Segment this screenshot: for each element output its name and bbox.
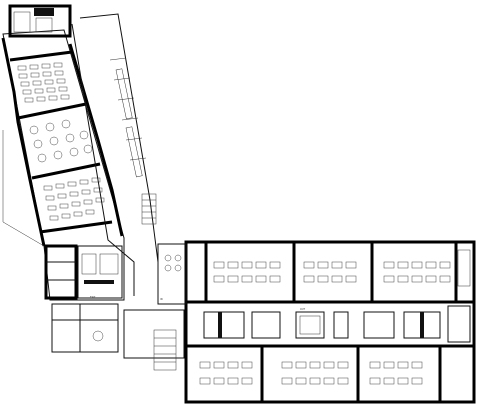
corridor-east-wall (79, 13, 159, 296)
tables-room-2 (29, 119, 93, 163)
corridor-cores (203, 305, 471, 343)
divider-1 (9, 50, 73, 62)
east-stair (457, 249, 471, 287)
elevator-north (35, 17, 53, 33)
service-room-north (13, 11, 31, 33)
site-line (2, 130, 45, 247)
corridor-stair (141, 193, 157, 225)
southwest-rooms (51, 303, 119, 353)
east-block-outline (184, 240, 476, 404)
desks-room-3 (43, 177, 105, 221)
stair-core-north (8, 4, 72, 38)
corridor-bench-1 (115, 68, 133, 120)
lobby-outline (157, 243, 187, 305)
corridor-west-wall (71, 23, 135, 296)
plan-label-1: EXIT (90, 296, 96, 299)
west-wing (1, 4, 125, 301)
plan-label-2: IN (160, 298, 163, 301)
south-row-tables (199, 361, 423, 385)
divider-4 (39, 220, 113, 234)
east-block (184, 240, 476, 404)
divider-2 (17, 102, 87, 120)
angled-corridor (71, 13, 159, 296)
plan-label-3: OUT (300, 308, 306, 311)
desks-room-1 (17, 62, 70, 103)
core-wall (84, 280, 114, 284)
stair-north (34, 8, 54, 16)
west-core-rooms (77, 245, 123, 299)
corridor-bench-2 (125, 126, 143, 178)
north-row-tables (213, 261, 451, 283)
link-lobby: EXIT IN OUT (51, 243, 306, 371)
divider-3 (31, 162, 101, 180)
west-south-rooms (44, 244, 78, 300)
west-interior-wall (68, 43, 124, 237)
entry-stair (153, 329, 177, 371)
west-exterior-wall (1, 37, 46, 247)
